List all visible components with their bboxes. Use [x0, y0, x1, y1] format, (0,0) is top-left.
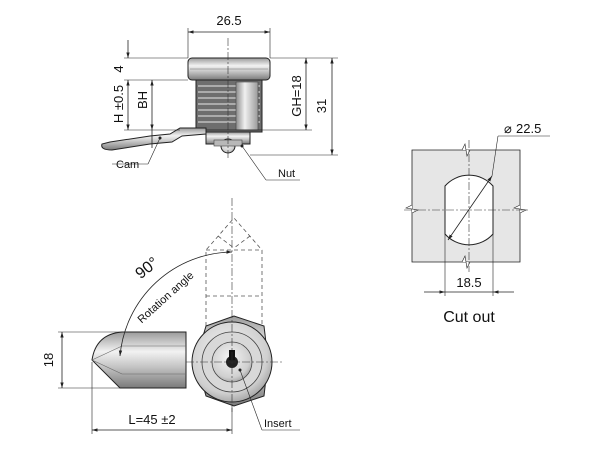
dim-width-label: 26.5: [216, 13, 241, 28]
dim-31-label: 31: [314, 99, 329, 113]
dim-bh-label: BH: [135, 91, 150, 109]
callout-insert: Insert: [264, 418, 292, 430]
callout-nut: Nut: [278, 168, 295, 180]
callout-cam: Cam: [116, 159, 139, 171]
dim-h-label: H ±0.5: [111, 85, 126, 123]
front-view: 18 L=45 ±2 90° Rotation angle Insert: [41, 198, 300, 434]
dim-diameter-label: 22.5: [516, 121, 541, 136]
dim-l-label: L=45 ±2: [128, 412, 175, 427]
side-view: 26.5 4 H ±0.5 BH GH=18 31 Cam Nut: [101, 13, 338, 181]
cam-rotated-outline: [205, 217, 263, 326]
dim-diameter-symbol: ⌀: [504, 121, 512, 136]
rotation-arc: [118, 250, 233, 357]
cam-horizontal: [91, 331, 187, 389]
dim-cutout-width-label: 18.5: [456, 275, 481, 290]
cutout-title: Cut out: [443, 309, 495, 326]
cam-lever: [101, 127, 207, 151]
angle-label: 90°: [132, 254, 162, 282]
cutout-view: ⌀ 22.5 18.5 Cut out: [404, 121, 550, 326]
dim-18-label: 18: [41, 353, 56, 367]
dim-gh-label: GH=18: [289, 75, 304, 117]
dim-4-label: 4: [111, 65, 126, 72]
